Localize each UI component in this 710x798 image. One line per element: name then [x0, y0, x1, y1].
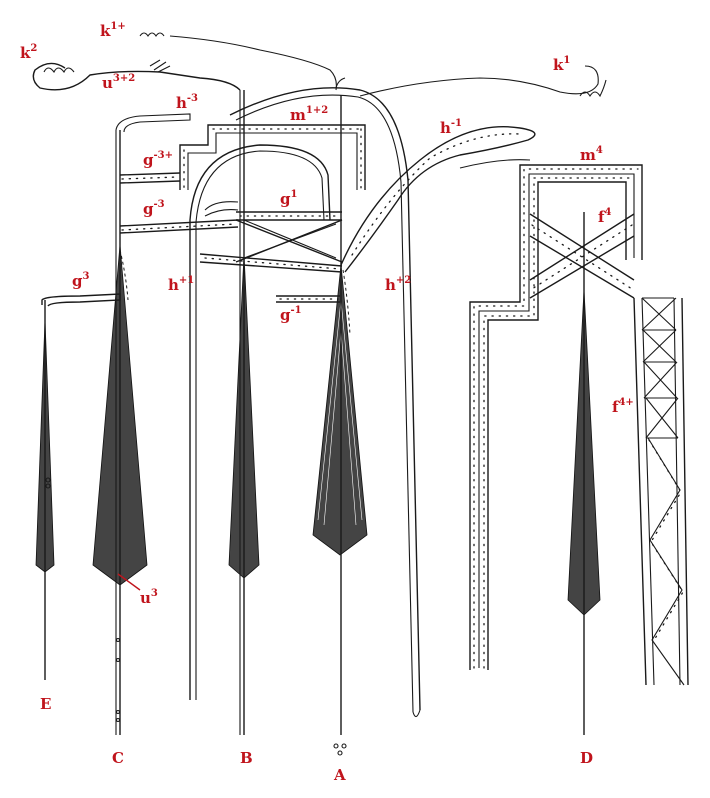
label-u3: u3	[140, 588, 158, 607]
label-u3plus2: u3+2	[102, 73, 135, 92]
band-g1	[199, 211, 343, 273]
band-g-neg3plus	[119, 172, 181, 184]
band-m1plus2	[179, 124, 366, 190]
feather-label-a: A	[333, 766, 346, 784]
band-g-neg1	[276, 295, 340, 303]
label-m1plus2: m1+2	[290, 105, 328, 124]
label-g-neg3: g-3	[143, 199, 165, 218]
feather-label-d: D	[580, 749, 593, 767]
label-g-neg3plus: g-3+	[143, 150, 173, 169]
filament-k	[32, 32, 607, 98]
loop-h-plus2	[229, 87, 421, 711]
label-h-plus1: h+1	[168, 275, 194, 294]
label-f4plus: f4+	[612, 397, 634, 416]
label-g3: g3	[72, 271, 90, 290]
label-g1: g1	[280, 189, 297, 208]
cross-f4	[529, 213, 635, 299]
frame-m4	[469, 164, 643, 670]
label-k2: k2	[20, 43, 37, 62]
feather-label-c: C	[112, 749, 124, 767]
band-h-neg1	[340, 125, 536, 273]
feather-label-b: B	[240, 749, 253, 767]
feather-b	[228, 90, 260, 735]
label-h-plus2: h+2	[385, 275, 411, 294]
label-f4: f4	[598, 207, 611, 226]
band-g-neg3	[119, 201, 239, 234]
label-k1: k1	[553, 55, 570, 74]
feather-label-e: E	[40, 695, 51, 713]
feather-c	[92, 113, 191, 735]
label-k1plus: k1+	[100, 21, 126, 40]
label-g-neg1: g-1	[280, 305, 302, 324]
feather-a	[312, 77, 368, 756]
label-h-neg1: h-1	[440, 118, 462, 137]
label-m4: m4	[580, 145, 603, 164]
label-h-neg3: h-3	[176, 93, 198, 112]
feather-e	[35, 293, 121, 680]
loop-h-plus1	[189, 144, 331, 700]
feather-a-vane	[312, 264, 368, 556]
lattice-f4plus	[633, 297, 689, 686]
feather-d	[567, 212, 601, 735]
